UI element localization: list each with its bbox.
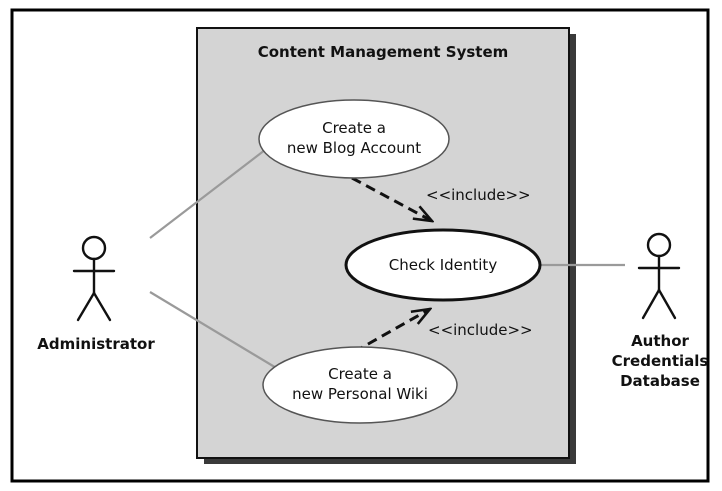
actor-administrator-label: Administrator [37, 335, 155, 353]
include-arrow-bottom [353, 309, 430, 354]
use-case-create-personal-wiki-line-1: Create a [328, 365, 392, 383]
use-case-create-blog-account-shape [258, 99, 450, 179]
use-case-check-identity-label: Check Identity [389, 256, 498, 274]
use-case-create-blog-account-line-2: new Blog Account [287, 139, 421, 157]
use-case-create-blog-account: Create a new Blog Account [258, 99, 450, 179]
include-label-top: <<include>> [426, 186, 531, 204]
include-label-bottom: <<include>> [428, 321, 533, 339]
use-case-create-personal-wiki: Create a new Personal Wiki [262, 346, 458, 424]
use-case-check-identity: Check Identity [344, 228, 542, 302]
actor-database-label-line-2: Credentials [612, 352, 709, 370]
actor-database-label-line-3: Database [620, 372, 700, 390]
actor-author-credentials-database: Author Credentials Database [612, 232, 709, 390]
use-case-create-blog-account-line-1: Create a [322, 119, 386, 137]
use-case-create-personal-wiki-shape [262, 346, 458, 424]
system-title: Content Management System [258, 43, 509, 61]
stick-figure-icon [72, 235, 116, 322]
stick-figure-icon [637, 232, 681, 320]
association-admin-blog [149, 139, 279, 239]
use-case-check-identity-shape [344, 228, 542, 302]
association-admin-wiki [149, 291, 284, 373]
use-case-create-personal-wiki-line-2: new Personal Wiki [292, 385, 428, 403]
actor-administrator: Administrator [37, 235, 155, 353]
actor-database-label-line-1: Author [631, 332, 689, 350]
